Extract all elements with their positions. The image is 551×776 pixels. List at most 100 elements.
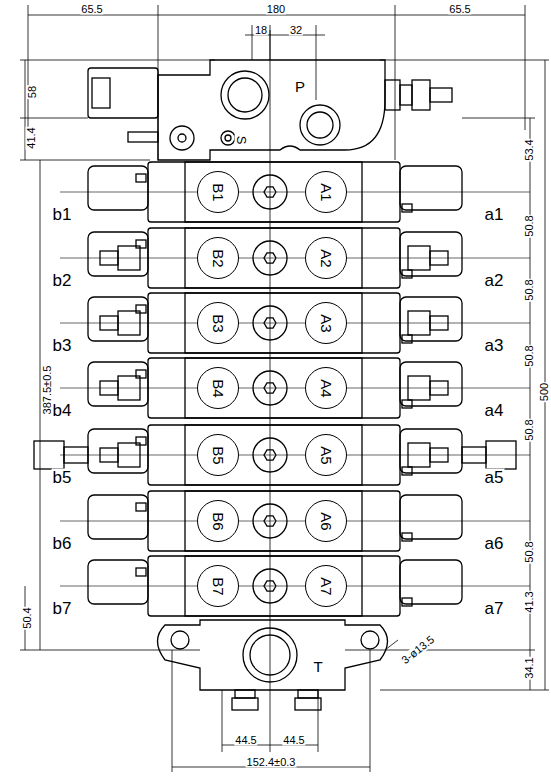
section-port-label: b7 [52, 600, 73, 617]
drawing-stroke [380, 60, 549, 61]
dimension-text: 41.3 [524, 590, 535, 613]
drawing-stroke [430, 316, 448, 330]
drawing-stroke [88, 166, 148, 210]
drawing-stroke [64, 447, 88, 463]
port-name: A3 [318, 314, 333, 332]
dimension-text: 152.4±0.3 [246, 757, 297, 768]
drawing-stroke [408, 376, 430, 400]
dimension-text: 180 [266, 4, 286, 15]
port-circle: B3 [197, 302, 239, 344]
drawing-stroke [298, 690, 318, 698]
port-name: A6 [318, 512, 333, 530]
drawing-stroke [60, 521, 530, 522]
drawing-stroke [158, 620, 388, 690]
drawing-stroke [345, 650, 535, 651]
port-circle: A6 [305, 500, 347, 542]
port-circle: A3 [305, 302, 347, 344]
drawing-stroke [221, 71, 269, 119]
drawing-stroke [118, 443, 140, 467]
drawing-stroke [430, 381, 448, 395]
dimension-text: 500 [539, 382, 550, 402]
port-name: B7 [210, 577, 225, 595]
port-name: A5 [318, 446, 333, 464]
port-name: B2 [210, 249, 225, 267]
drawing-stroke [400, 297, 462, 341]
drawing-stroke [462, 447, 486, 463]
section-port-label: b2 [52, 272, 73, 289]
drawing-stroke [100, 381, 118, 395]
drawing-stroke [525, 5, 526, 130]
drawing-stroke [402, 400, 412, 408]
drawing-stroke [88, 297, 148, 341]
port-name: A7 [318, 577, 333, 595]
port-circle: A7 [305, 565, 347, 607]
drawing-stroke [402, 598, 412, 606]
section-port-label: a1 [484, 206, 505, 223]
drawing-stroke [361, 631, 379, 649]
drawing-stroke [243, 628, 297, 682]
section-port-label: a4 [484, 402, 505, 419]
drawing-stroke [402, 204, 412, 212]
drawing-stroke [118, 311, 140, 335]
drawing-stroke [136, 503, 146, 511]
drawing-stroke [430, 448, 448, 462]
drawing-stroke [400, 85, 412, 105]
dimension-text: 50.8 [524, 344, 535, 367]
drawing-stroke [60, 586, 530, 587]
drawing-stroke [171, 631, 189, 649]
drawing-stroke [307, 112, 333, 138]
dimension-text: 34.1 [524, 656, 535, 679]
drawing-stroke [225, 135, 231, 141]
drawing-stroke [318, 690, 319, 752]
drawing-stroke [402, 533, 412, 541]
section-port-label: b6 [52, 535, 73, 552]
drawing-stroke [402, 270, 412, 278]
dimension-text: 50.8 [524, 214, 535, 237]
drawing-stroke [158, 620, 388, 710]
drawing-stroke [60, 388, 530, 389]
port-circle: B5 [197, 434, 239, 476]
drawing-stroke [136, 568, 146, 576]
port-circle: A5 [305, 434, 347, 476]
drawing-stroke [118, 376, 140, 400]
port-circle: B2 [197, 237, 239, 279]
drawing-stroke [408, 443, 430, 467]
drawing-stroke [136, 370, 146, 378]
port-circle: B4 [197, 367, 239, 409]
drawing-stroke [402, 335, 412, 343]
drawing-stroke [136, 305, 146, 313]
port-circle: B6 [197, 500, 239, 542]
drawing-stroke [158, 60, 385, 160]
drawing-stroke [400, 429, 462, 473]
dimension-text: 58 [27, 85, 38, 99]
drawing-stroke [60, 192, 530, 193]
port-circle: A4 [305, 367, 347, 409]
dimension-text: 44.5 [234, 735, 257, 746]
dimension-text: 50.8 [524, 540, 535, 563]
drawing-stroke [228, 78, 262, 112]
dimension-text: S [235, 135, 248, 146]
drawing-stroke [408, 246, 430, 270]
drawing-stroke [172, 650, 173, 772]
section-port-label: b3 [52, 337, 73, 354]
dimension-text: 53.4 [524, 138, 535, 161]
dimension-text: 65.5 [448, 4, 471, 15]
drawing-stroke [20, 60, 215, 61]
drawing-stroke [118, 246, 140, 270]
port-name: A2 [318, 249, 333, 267]
drawing-stroke [100, 316, 118, 330]
drawing-stroke [100, 251, 118, 265]
drawing-stroke [545, 60, 546, 690]
dimension-text: P [294, 79, 306, 94]
port-circle: A1 [305, 171, 347, 213]
drawing-stroke [235, 690, 255, 698]
drawing-stroke [34, 162, 530, 616]
drawing-stroke [232, 698, 258, 710]
drawing-stroke [88, 429, 148, 473]
dimension-text: 50.8 [524, 278, 535, 301]
drawing-stroke [250, 635, 290, 675]
drawing-stroke [20, 5, 549, 772]
dimension-text: 44.5 [282, 735, 305, 746]
drawing-stroke [20, 118, 88, 119]
drawing-stroke [430, 251, 448, 265]
